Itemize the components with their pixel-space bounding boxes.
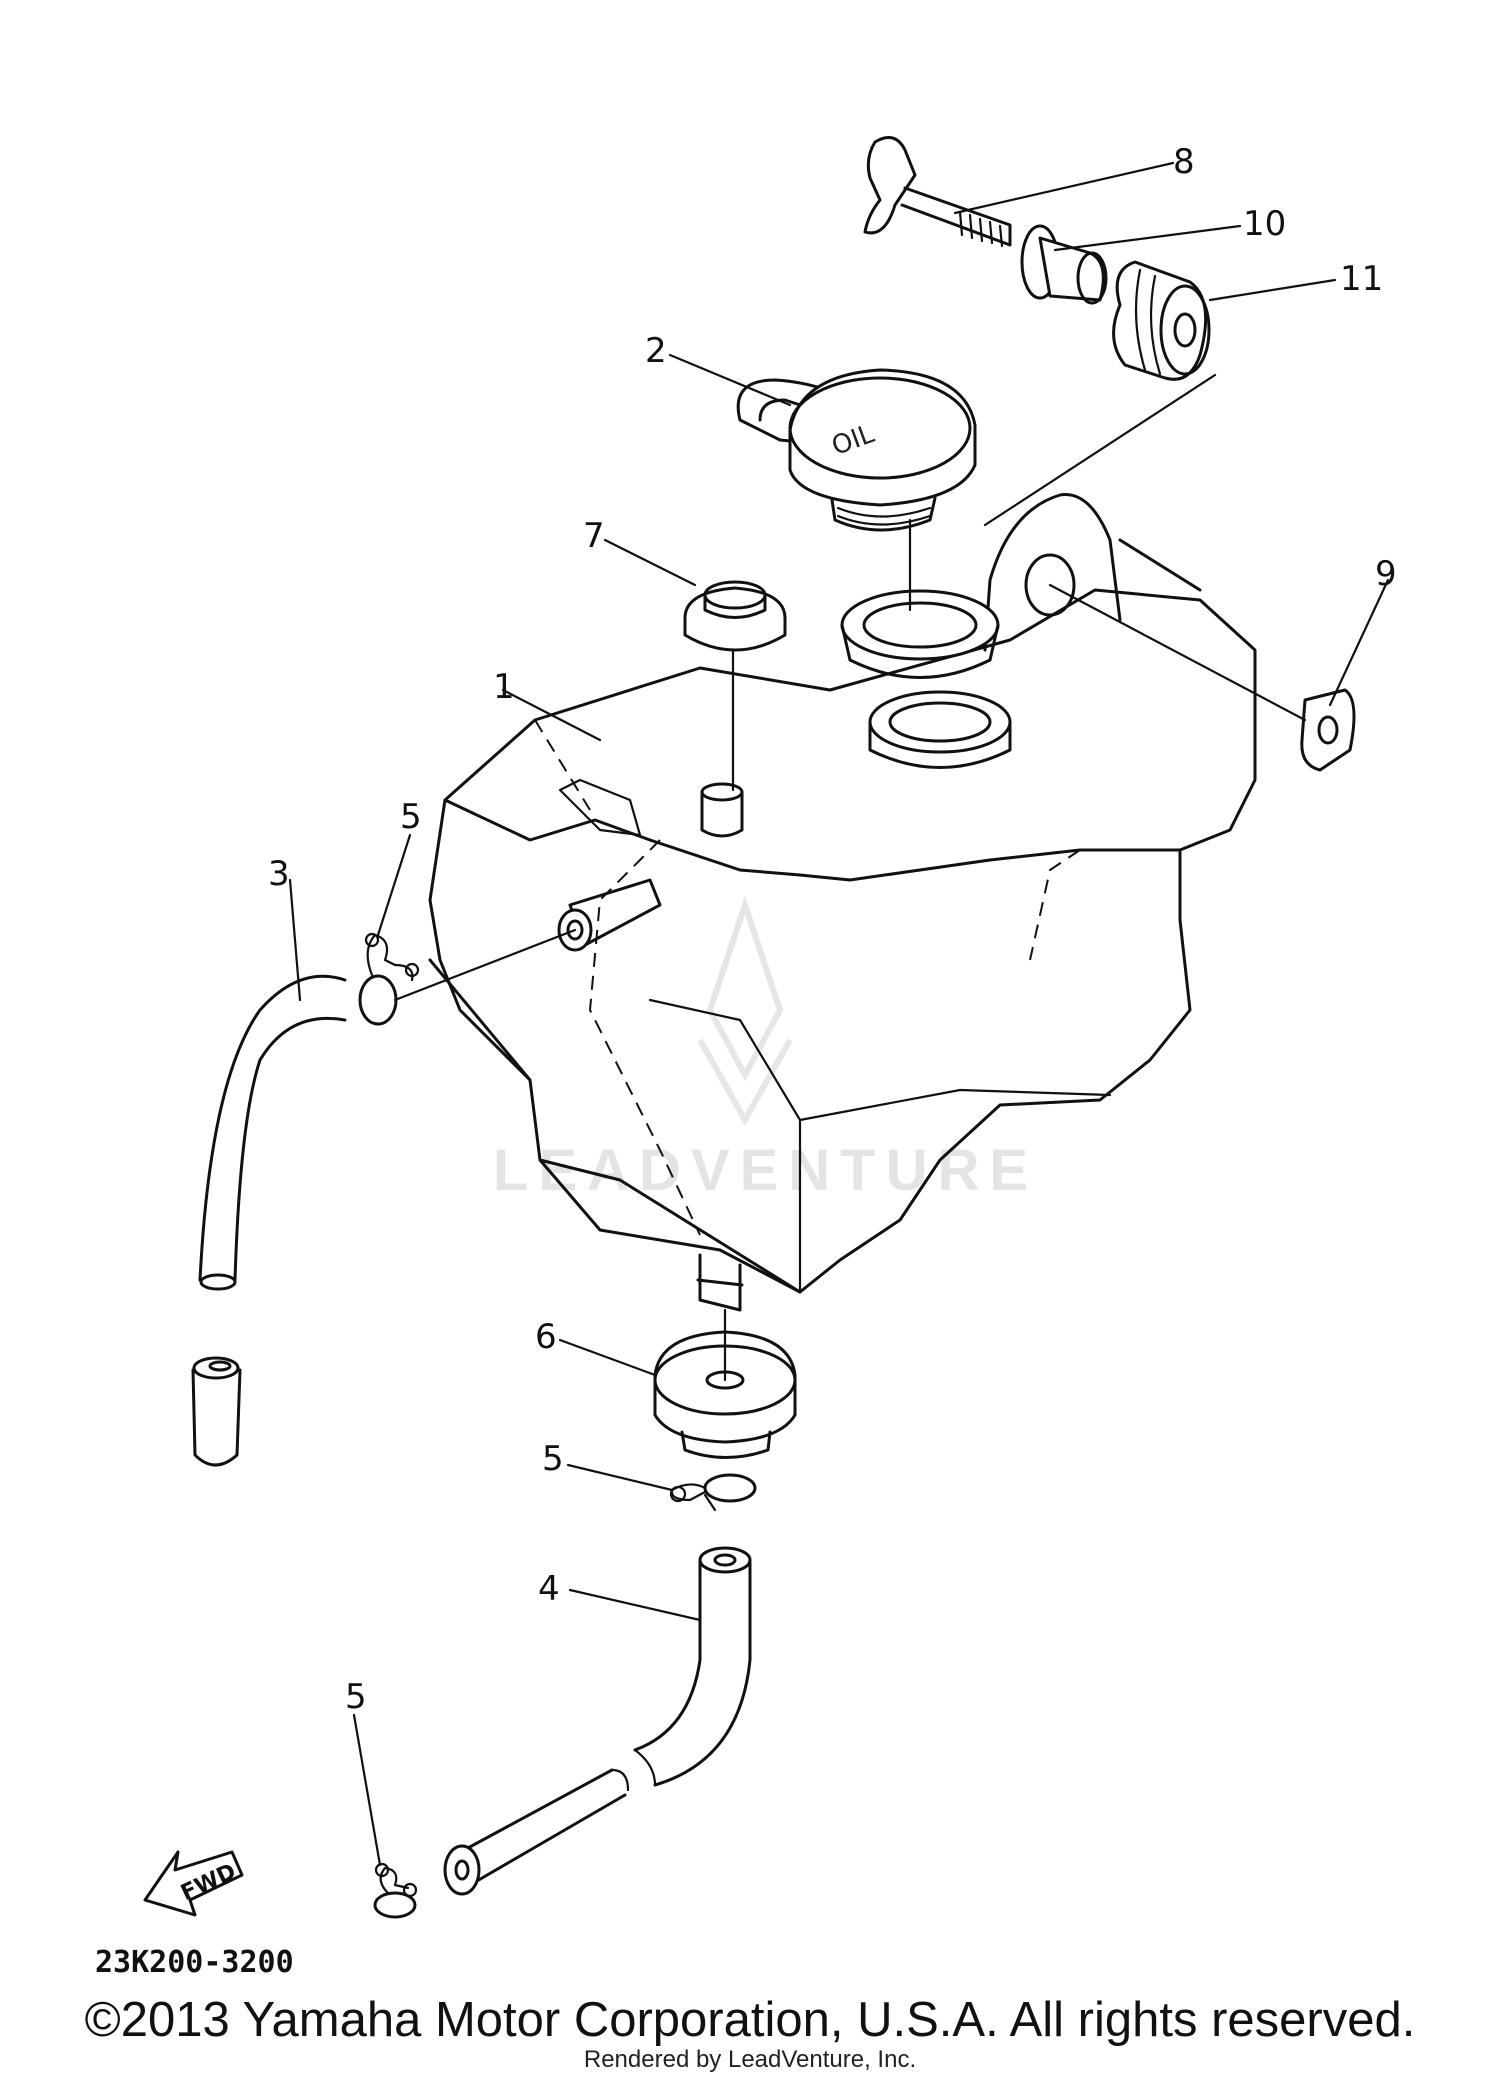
callout-8: 8	[1173, 142, 1195, 182]
watermark-text: LEADVENTURE	[493, 1138, 1038, 1203]
callout-9: 9	[1375, 554, 1397, 594]
callout-3: 3	[268, 854, 290, 894]
grommet	[683, 580, 787, 652]
callout-10: 10	[1243, 204, 1286, 244]
fwd-arrow: FWD	[143, 1850, 244, 1917]
wing-bolt	[863, 136, 1012, 248]
callout-11: 11	[1340, 259, 1383, 299]
diagram-part-number: 23K200-3200	[95, 1945, 294, 1980]
callouts: 1 2 3 4 5 5 5 6 7 8 9 10 11	[268, 142, 1397, 1717]
damper	[1112, 260, 1211, 381]
hose-lower	[443, 1546, 752, 1896]
callout-2: 2	[645, 331, 667, 371]
leader-lines	[288, 161, 1390, 1867]
callout-5-middle: 5	[542, 1439, 564, 1479]
hose-clip-upper	[358, 932, 420, 1026]
callout-5-lower: 5	[345, 1677, 367, 1717]
hose-clip-middle	[669, 1473, 757, 1512]
rendered-by-notice: Rendered by LeadVenture, Inc.	[583, 2046, 917, 2073]
bottom-cap	[653, 1330, 797, 1459]
callout-6: 6	[535, 1317, 557, 1357]
oil-filler-cap: OIL	[736, 368, 977, 532]
neck-seal	[840, 589, 1000, 679]
washer	[1300, 688, 1356, 772]
callout-1: 1	[493, 667, 515, 707]
callout-5-upper: 5	[400, 797, 422, 837]
callout-7: 7	[583, 516, 605, 556]
hose-clip-lower	[373, 1862, 418, 1919]
hose-upper	[191, 974, 347, 1467]
collar	[1020, 224, 1108, 305]
callout-4: 4	[538, 1569, 560, 1609]
copyright-notice: ©2013 Yamaha Motor Corporation, U.S.A. A…	[84, 1993, 1416, 2047]
